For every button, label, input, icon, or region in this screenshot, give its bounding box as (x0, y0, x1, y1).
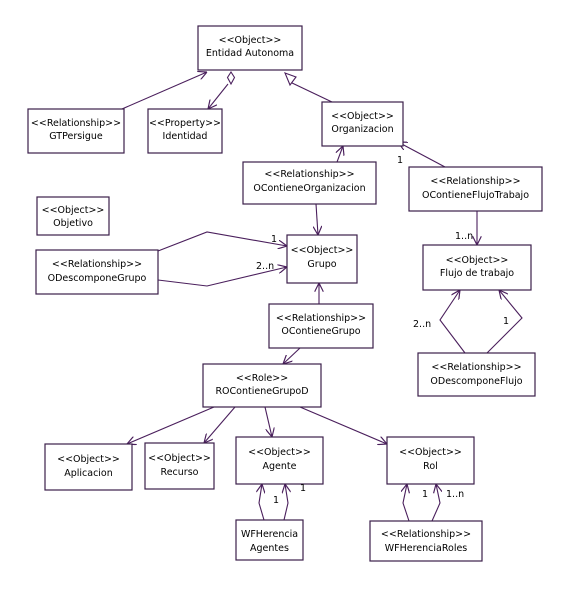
svg-text:GTPersigue: GTPersigue (49, 131, 103, 142)
node-entidad-autonoma[interactable]: <<Object>> Entidad Autonoma (197, 25, 303, 71)
mult-rol-1n: 1..n (446, 489, 464, 500)
edge-descflujo-flujo-1 (439, 290, 466, 354)
edge-entidad-identidad (208, 83, 229, 109)
edge-role-rol (299, 406, 387, 444)
edge-descgrupo-grupo-2 (157, 267, 287, 287)
svg-text:<<Relationship>>: <<Relationship>> (264, 169, 354, 180)
mult-grupo-2n: 2..n (256, 261, 274, 272)
node-recurso[interactable]: <<Object>> Recurso (144, 442, 215, 490)
edge-ocontieneorg-grupo (316, 203, 318, 235)
multiplicity-labels: 1 1..n 1 2..n 2..n 1 1 1 1 1..n (256, 155, 509, 506)
node-identidad[interactable]: <<Property>> Identidad (147, 108, 223, 154)
svg-text:<<Object>>: <<Object>> (57, 454, 120, 465)
node-odescompone-flujo[interactable]: <<Relationship>> ODescomponeFlujo (417, 352, 536, 397)
svg-text:Agente: Agente (263, 461, 297, 472)
edge-ocontienegrupo-role (283, 347, 301, 364)
mult-agente-1: 1 (273, 495, 279, 506)
svg-text:<<Relationship>>: <<Relationship>> (52, 259, 142, 270)
svg-text:<<Relationship>>: <<Relationship>> (431, 362, 521, 373)
svg-text:Recurso: Recurso (161, 467, 199, 478)
svg-text:Agentes: Agentes (250, 543, 289, 554)
node-aplicacion[interactable]: <<Object>> Aplicacion (44, 443, 133, 491)
node-wfherencia-roles[interactable]: <<Relationship>> WFHerenciaRoles (369, 520, 483, 562)
svg-text:<<Object>>: <<Object>> (148, 453, 211, 464)
node-gt-persigue[interactable]: <<Relationship>> GTPersigue (27, 108, 125, 154)
edge-role-recurso (204, 406, 236, 443)
edge-descflujo-flujo-2 (486, 290, 523, 354)
edge-role-agente (264, 406, 272, 437)
mult-flujo-trabajo-1n: 1..n (455, 231, 473, 242)
mult-agente-1b: 1 (300, 483, 306, 494)
svg-text:WFHerencia: WFHerencia (241, 529, 298, 540)
svg-text:Organizacion: Organizacion (331, 124, 393, 135)
edge-role-aplicacion (127, 406, 215, 444)
svg-text:OContieneFlujoTrabajo: OContieneFlujoTrabajo (422, 190, 529, 201)
svg-text:OContieneGrupo: OContieneGrupo (281, 326, 360, 337)
node-organizacion[interactable]: <<Object>> Organizacion (321, 101, 404, 147)
node-wfherencia-agentes[interactable]: WFHerencia Agentes (235, 519, 304, 561)
node-agente[interactable]: <<Object>> Agente (235, 436, 324, 485)
mult-flujo-2n: 2..n (413, 319, 431, 330)
mult-grupo-1: 1 (271, 234, 277, 245)
svg-text:<<Object>>: <<Object>> (248, 447, 311, 458)
svg-text:<<Relationship>>: <<Relationship>> (276, 313, 366, 324)
node-objetivo[interactable]: <<Object>> Objetivo (36, 196, 110, 236)
edge-wfagentes-agente-2 (284, 484, 288, 521)
svg-text:ROContieneGrupoD: ROContieneGrupoD (215, 386, 308, 397)
generalization-triangle (284, 72, 297, 87)
node-ocontiene-flujo-trabajo[interactable]: <<Relationship>> OContieneFlujoTrabajo (408, 166, 543, 212)
svg-text:<<Relationship>>: <<Relationship>> (430, 176, 520, 187)
svg-text:OContieneOrganizacion: OContieneOrganizacion (253, 183, 365, 194)
edge-gtpersigue-entidad (121, 72, 207, 110)
node-rol[interactable]: <<Object>> Rol (386, 436, 475, 485)
svg-text:<<Relationship>>: <<Relationship>> (31, 118, 121, 129)
svg-text:<<Object>>: <<Object>> (399, 447, 462, 458)
edge-descgrupo-grupo-1 (157, 231, 287, 252)
svg-text:<<Object>>: <<Object>> (331, 111, 394, 122)
svg-text:Aplicacion: Aplicacion (64, 468, 113, 479)
svg-text:<<Object>>: <<Object>> (42, 205, 105, 216)
mult-flujo-1: 1 (503, 316, 509, 327)
svg-text:Grupo: Grupo (307, 259, 336, 270)
svg-text:<<Object>>: <<Object>> (219, 35, 282, 46)
edge-ocontieneorg-organizacion (337, 146, 343, 163)
svg-text:Flujo de trabajo: Flujo de trabajo (440, 268, 514, 279)
svg-text:<<Object>>: <<Object>> (446, 255, 509, 266)
svg-text:<<Object>>: <<Object>> (291, 245, 354, 256)
svg-text:WFHerenciaRoles: WFHerenciaRoles (385, 543, 468, 554)
svg-text:Objetivo: Objetivo (53, 218, 93, 229)
mult-org-flujo-1: 1 (397, 155, 403, 166)
node-ocontiene-organizacion[interactable]: <<Relationship>> OContieneOrganizacion (242, 161, 377, 205)
edge-flujotrabajo-organizacion (398, 142, 446, 168)
edge-wfagentes-agente-1 (259, 484, 264, 521)
aggregation-diamond (226, 70, 236, 86)
svg-text:<<Property>>: <<Property>> (149, 118, 221, 129)
node-ocontiene-grupo[interactable]: <<Relationship>> OContieneGrupo (268, 303, 374, 349)
svg-text:Entidad Autonoma: Entidad Autonoma (206, 48, 294, 59)
node-odescompone-grupo[interactable]: <<Relationship>> ODescomponeGrupo (35, 249, 159, 295)
node-rocontiene-grupod[interactable]: <<Role>> ROContieneGrupoD (202, 363, 322, 408)
svg-text:<<Relationship>>: <<Relationship>> (381, 529, 471, 540)
node-grupo[interactable]: <<Object>> Grupo (286, 234, 358, 284)
svg-text:ODescomponeGrupo: ODescomponeGrupo (48, 273, 147, 284)
node-flujo-de-trabajo[interactable]: <<Object>> Flujo de trabajo (422, 244, 532, 291)
edge-wfroles-rol-1 (403, 484, 409, 522)
svg-text:Rol: Rol (423, 461, 438, 472)
edges (121, 70, 523, 522)
edge-wfroles-rol-2 (431, 484, 440, 522)
svg-text:<<Role>>: <<Role>> (236, 373, 288, 384)
svg-text:ODescomponeFlujo: ODescomponeFlujo (430, 376, 522, 387)
edge-organizacion-entidad-generalization (289, 81, 333, 103)
mult-rol-1: 1 (422, 489, 428, 500)
svg-text:Identidad: Identidad (163, 131, 208, 142)
